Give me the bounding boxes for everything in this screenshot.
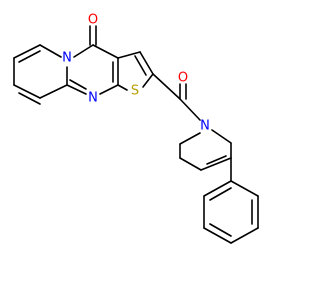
atom-s-thiophene: S xyxy=(131,84,139,99)
bond xyxy=(179,98,201,121)
atom-n-pyrimidine: N xyxy=(88,91,98,106)
bond xyxy=(139,51,154,75)
bond xyxy=(66,84,87,95)
bond xyxy=(117,84,128,91)
bond xyxy=(117,51,141,59)
bond xyxy=(69,79,87,90)
bond xyxy=(203,180,232,197)
bond xyxy=(206,155,227,165)
atom-o-carbonyl: O xyxy=(88,13,98,28)
atom-n-amide: N xyxy=(200,119,210,134)
bond xyxy=(179,132,201,145)
atom-o-amide: O xyxy=(178,71,188,86)
bond xyxy=(134,55,147,76)
bond xyxy=(230,227,259,244)
molecule-structure-diagram: O N N S O N xyxy=(13,13,259,244)
bond xyxy=(152,73,181,100)
bond xyxy=(39,44,62,58)
bond xyxy=(18,92,41,105)
bond xyxy=(209,187,232,201)
bonds xyxy=(13,25,259,244)
atom-n-bridgehead: N xyxy=(62,51,72,66)
bond xyxy=(18,50,41,63)
bond xyxy=(209,223,232,237)
atom-labels: O N N S O N xyxy=(62,13,210,134)
bond xyxy=(92,44,119,59)
bond xyxy=(203,227,232,244)
bond xyxy=(73,44,94,58)
bond xyxy=(200,157,232,171)
bond xyxy=(13,44,41,59)
bond xyxy=(230,180,259,197)
bond xyxy=(179,157,202,171)
bond xyxy=(13,84,41,99)
bond xyxy=(39,84,68,99)
bond xyxy=(99,84,119,95)
bond xyxy=(211,129,232,144)
bond xyxy=(142,73,154,88)
